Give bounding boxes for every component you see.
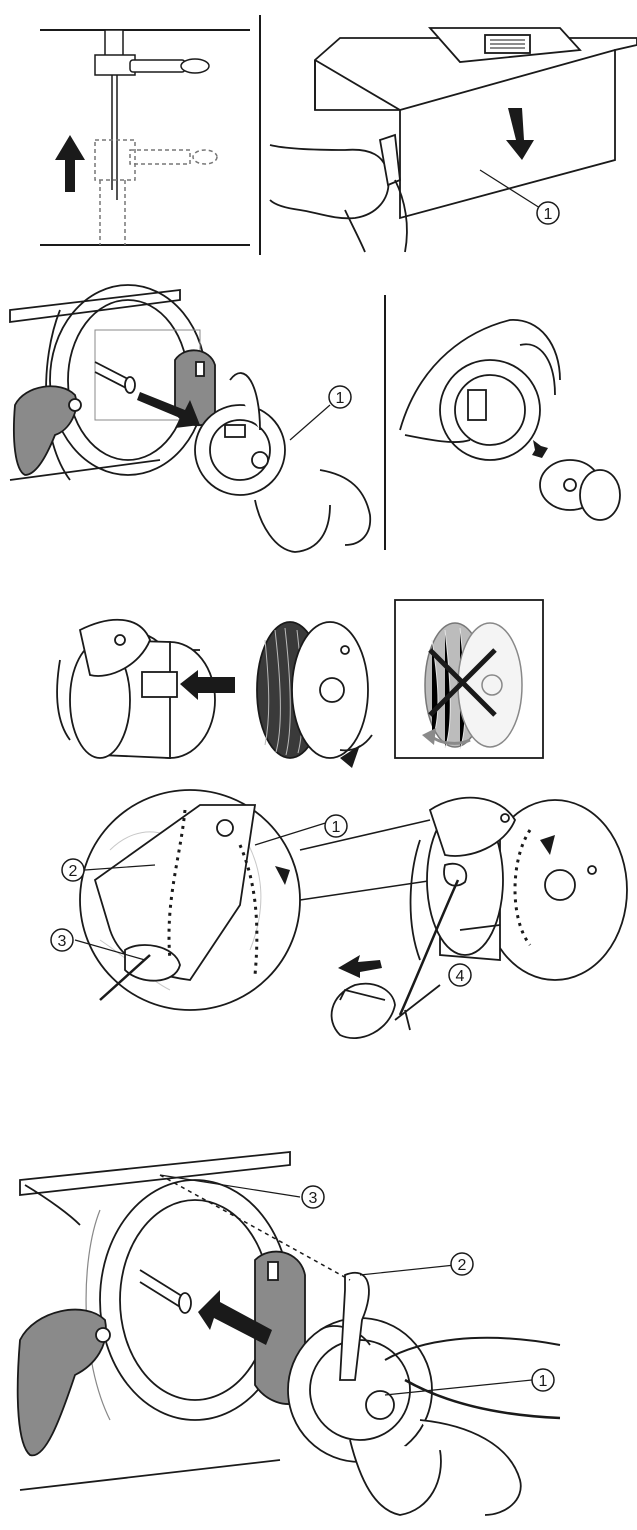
- panel-reinsert-bobbin-case: [16, 1151, 561, 1516]
- callout-1-label: 1: [332, 819, 341, 836]
- callout-2-marker: [450, 1252, 474, 1276]
- panel-remove-bobbin-case: [9, 284, 372, 553]
- callout-1-marker: [328, 385, 352, 409]
- arrow-left-icon: [180, 670, 235, 700]
- callout-1-marker: [536, 201, 560, 225]
- callout-3-marker: [50, 928, 74, 952]
- arrow-up-icon: [55, 135, 85, 192]
- panel-insert-bobbin: [56, 618, 373, 768]
- panel-wrong-direction: [394, 599, 544, 759]
- arrow-down-icon: [532, 440, 548, 458]
- callout-4-marker: [448, 963, 472, 987]
- panel-remove-cover: [269, 27, 637, 253]
- callout-4-label: 4: [456, 968, 465, 985]
- arrow-left-icon: [338, 955, 382, 978]
- callout-1-label: 1: [539, 1373, 548, 1390]
- panel-raise-needle: [40, 29, 250, 246]
- callout-3-label: 3: [309, 1190, 318, 1207]
- arrow-down-icon: [506, 108, 534, 160]
- callout-2-label: 2: [458, 1257, 467, 1274]
- arrow-right-icon: [137, 392, 200, 428]
- arrow-left-icon: [198, 1290, 272, 1345]
- callout-1-marker: [531, 1368, 555, 1392]
- panel-thread-bobbin-case: [74, 789, 628, 1040]
- callout-1-marker: [324, 814, 348, 838]
- panel-remove-bobbin: [399, 319, 621, 521]
- callout-2-label: 2: [69, 863, 78, 880]
- callout-1-label: 1: [336, 390, 345, 407]
- callout-2-marker: [61, 858, 85, 882]
- callout-3-label: 3: [58, 933, 67, 950]
- callout-1-label: 1: [544, 206, 553, 223]
- rotation-arrow-icon: [340, 745, 360, 768]
- callout-3-marker: [301, 1185, 325, 1209]
